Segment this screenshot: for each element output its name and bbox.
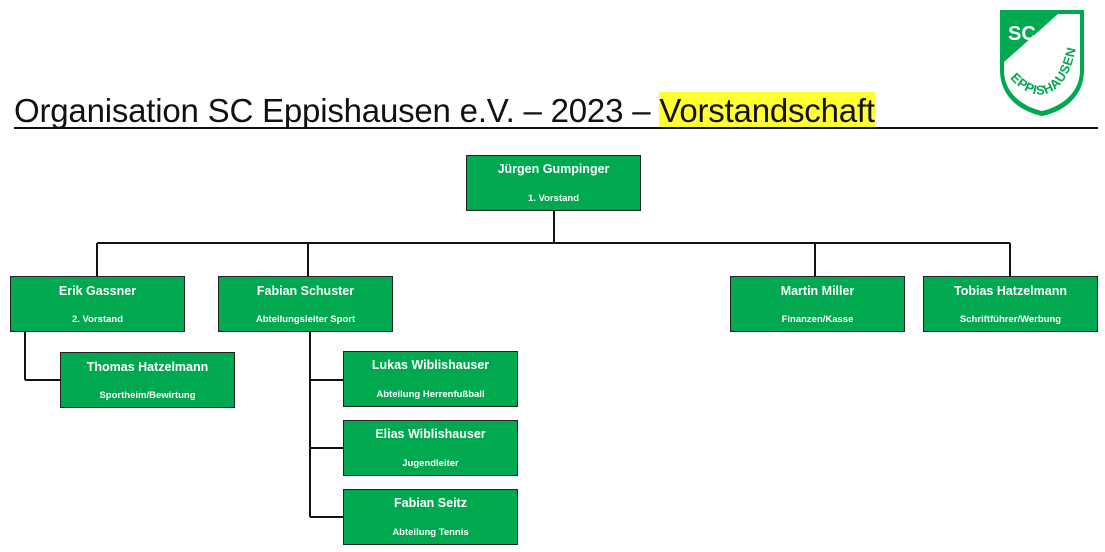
node-name: Lukas Wiblishauser [371, 358, 490, 372]
node-name: Thomas Hatzelmann [86, 360, 209, 374]
node-role: 2. Vorstand [71, 314, 124, 325]
title-highlight: Vorstandschaft [659, 92, 875, 129]
node-chairman: Jürgen Gumpinger 1. Vorstand [466, 155, 641, 211]
title-main: Organisation SC Eppishausen e.V. – 2023 … [14, 92, 660, 129]
node-tennis: Fabian Seitz Abteilung Tennis [343, 489, 518, 545]
node-role: Sportheim/Bewirtung [99, 390, 196, 401]
node-sports: Fabian Schuster Abteilungsleiter Sport [218, 276, 393, 332]
node-role: Finanzen/Kasse [781, 314, 854, 325]
node-name: Fabian Schuster [256, 284, 355, 298]
node-role: Abteilung Herrenfußball [376, 389, 485, 400]
node-secretary: Tobias Hatzelmann Schriftführer/Werbung [923, 276, 1098, 332]
club-logo: SC EPPISHAUSEN [1000, 10, 1084, 116]
node-name: Fabian Seitz [394, 496, 467, 510]
page-title: Organisation SC Eppishausen e.V. – 2023 … [14, 92, 875, 130]
node-role: Jugendleiter [402, 458, 459, 469]
node-vice: Erik Gassner 2. Vorstand [10, 276, 185, 332]
node-role: Schriftführer/Werbung [959, 314, 1062, 325]
node-role: Abteilung Tennis [392, 527, 469, 538]
node-youth: Elias Wiblishauser Jugendleiter [343, 420, 518, 476]
node-name: Erik Gassner [58, 284, 137, 298]
node-football: Lukas Wiblishauser Abteilung Herrenfußba… [343, 351, 518, 407]
node-role: Abteilungsleiter Sport [255, 314, 356, 325]
node-clubhouse: Thomas Hatzelmann Sportheim/Bewirtung [60, 352, 235, 408]
node-role: 1. Vorstand [527, 193, 580, 204]
node-name: Martin Miller [780, 284, 855, 298]
logo-sc-text: SC [1008, 23, 1036, 45]
node-treasurer: Martin Miller Finanzen/Kasse [730, 276, 905, 332]
node-name: Elias Wiblishauser [375, 427, 486, 441]
title-underline [14, 127, 1098, 129]
node-name: Jürgen Gumpinger [497, 162, 610, 176]
node-name: Tobias Hatzelmann [954, 284, 1067, 298]
